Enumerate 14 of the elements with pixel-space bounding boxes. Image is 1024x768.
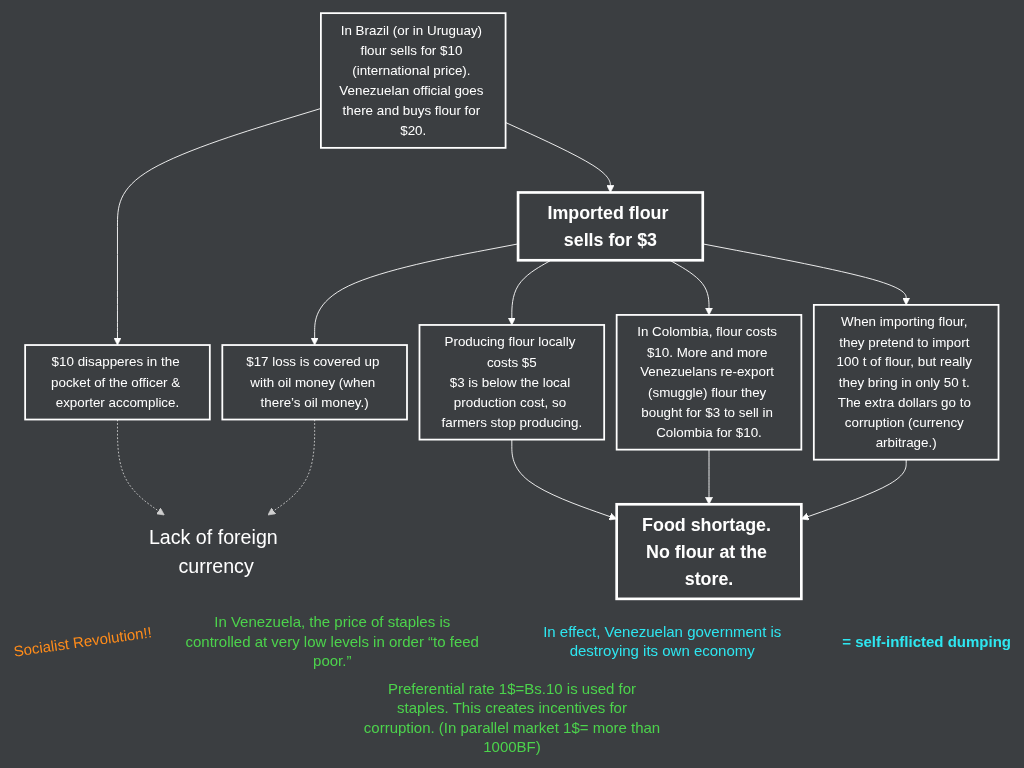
node-text: Lack of foreign currency xyxy=(149,525,278,578)
node-box: In Colombia, flour costs $10. More and more Venezuelans re-export (smuggle) flour they bought for $3 to sell in Colombia for $10. xyxy=(615,314,803,451)
node-box: $10 disapperes in the pocket of the officer & exporter accomplice. xyxy=(24,344,211,421)
node-box: Food shortage. No flour at the store. xyxy=(615,502,803,601)
note-text: In effect, Venezuelan government is destroying its own economy xyxy=(542,621,783,661)
node-box: $17 loss is covered up with oil money (when there’s oil money.) xyxy=(221,344,409,421)
node-box: In Brazil (or in Uruguay) flour sells for $10 (international price). Venezuelan official goes there and buys flour for $20. xyxy=(320,12,507,149)
slogan-note: Socialist Revolution!! xyxy=(12,621,153,661)
emphasis-note: = self-inflicted dumping xyxy=(842,631,1011,651)
node-box: Imported flour sells for $3 xyxy=(516,191,705,262)
node-box: When importing flour, they pretend to import 100 t of flour, but really they bring in only 50 t. The extra dollars go to corruption (currency arbitrage.) xyxy=(813,304,1000,461)
note-text: Preferential rate 1$=Bs.10 is used for staples. This creates incentives for corruption. (In parallel market 1$= more than 1000BF) xyxy=(362,678,662,757)
note-text: In Venezuela, the price of staples is controlled at very low levels in order “to feed poor.” xyxy=(184,612,480,671)
node-box: Producing flour locally costs $5 $3 is below the local production cost, so farmers stop producing. xyxy=(418,324,606,441)
